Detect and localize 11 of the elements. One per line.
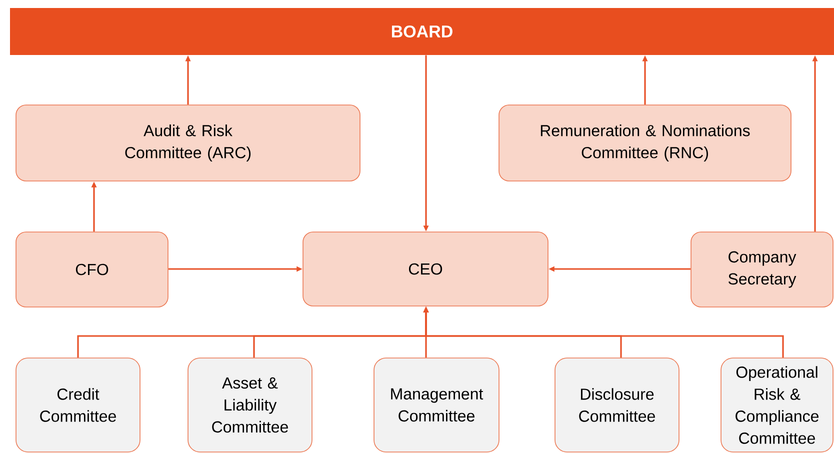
committee-box: Operational Risk & Compliance Committee — [720, 358, 834, 452]
role-box: CEO — [302, 232, 548, 306]
committee-box: Asset & Liability Committee — [188, 358, 312, 452]
role-box: Company Secretary — [690, 232, 834, 308]
role-box: Audit & Risk Committee (ARC) — [16, 104, 360, 182]
committee-box: Credit Committee — [16, 358, 140, 452]
role-box: Remuneration & Nominations Committee (RNC) — [498, 104, 792, 182]
board-banner: BOARD — [10, 8, 834, 55]
committee-box: Management Committee — [374, 358, 500, 452]
role-box: CFO — [16, 232, 168, 308]
committee-box: Disclosure Committee — [554, 358, 680, 452]
